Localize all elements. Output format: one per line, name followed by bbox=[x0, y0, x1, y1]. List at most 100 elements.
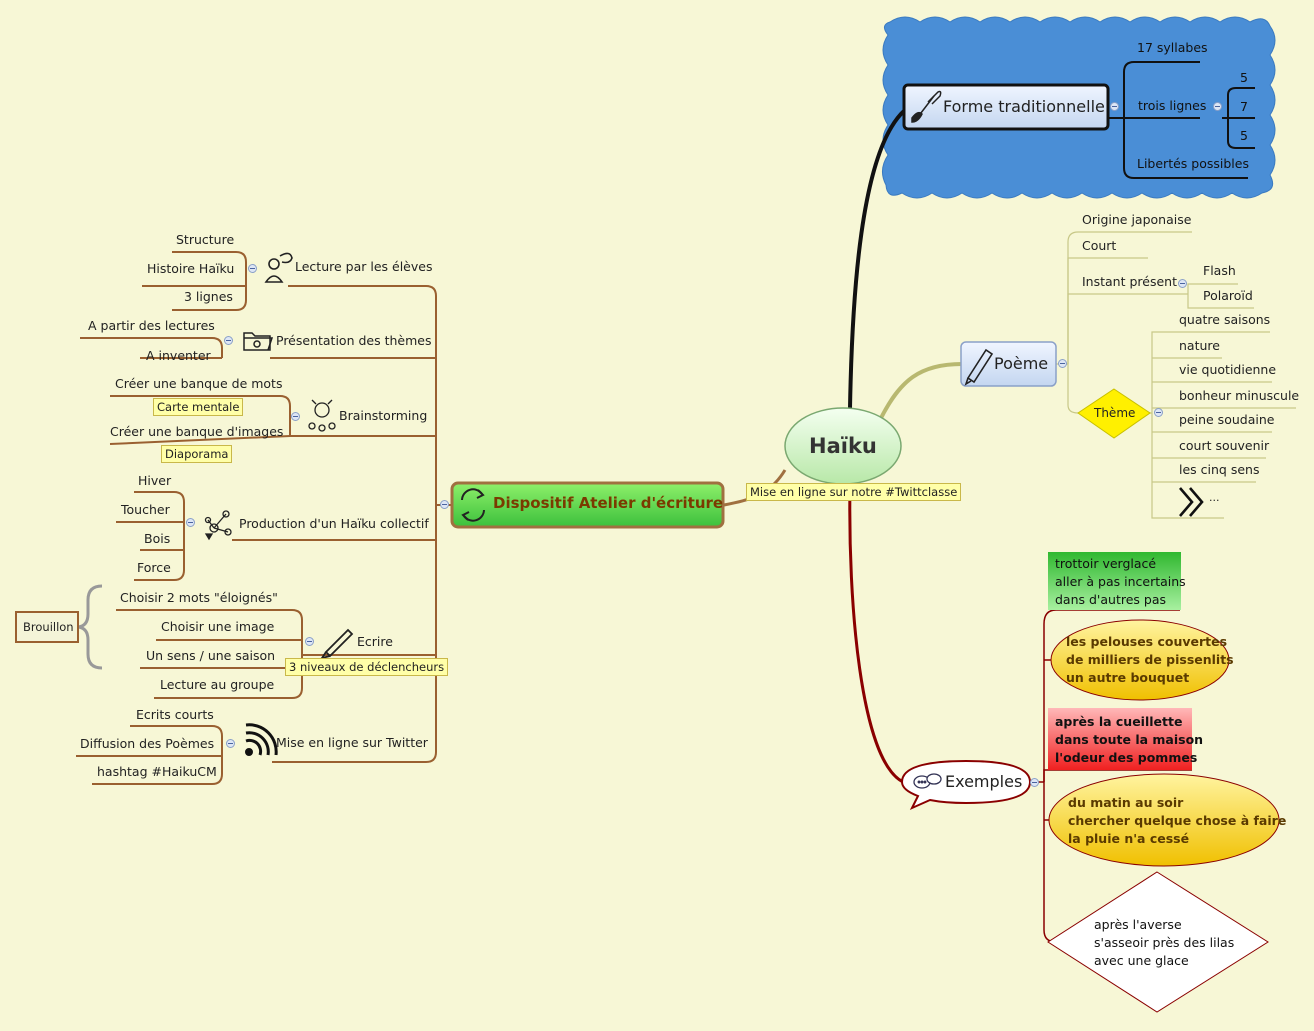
leaf-hiver[interactable]: Hiver bbox=[138, 473, 172, 488]
poem-2-shape bbox=[1050, 619, 1230, 701]
chevrons-icon bbox=[1179, 487, 1204, 517]
poem-1[interactable]: trottoir verglacé aller à pas incertains… bbox=[1055, 555, 1186, 609]
theme-quatre-saisons[interactable]: quatre saisons bbox=[1179, 312, 1271, 327]
branch-ecrire[interactable]: Ecrire bbox=[357, 634, 393, 649]
exemples-topic[interactable]: Exemples bbox=[945, 772, 1023, 791]
leaf-un-sens[interactable]: Un sens / une saison bbox=[146, 648, 276, 663]
collapse-toggle-forme[interactable] bbox=[1110, 102, 1119, 111]
poem-5-line-1: après l'averse bbox=[1094, 917, 1182, 932]
collapse-toggle-instant[interactable] bbox=[1178, 279, 1187, 288]
poem-1-line-2: aller à pas incertains bbox=[1055, 574, 1186, 589]
poem-5-shape bbox=[1047, 871, 1269, 1013]
leaf-hashtag[interactable]: hashtag #HaikuCM bbox=[97, 764, 217, 779]
leaf-libertes[interactable]: Libertés possibles bbox=[1137, 156, 1249, 171]
poeme-topic[interactable]: Poème bbox=[994, 354, 1049, 373]
poem-4-line-3: la pluie n'a cessé bbox=[1068, 831, 1190, 846]
poem-1-line-3: dans d'autres pas bbox=[1055, 592, 1167, 607]
theme-court-souvenir[interactable]: court souvenir bbox=[1179, 438, 1270, 453]
exemples-bubble-shape bbox=[900, 759, 1032, 811]
folder-icon bbox=[243, 332, 274, 351]
collapse-toggle-brainstorming[interactable] bbox=[291, 412, 300, 421]
leaf-a-partir[interactable]: A partir des lectures bbox=[88, 318, 215, 333]
leaf-structure[interactable]: Structure bbox=[176, 232, 235, 247]
leaf-line-5a[interactable]: 5 bbox=[1240, 70, 1248, 85]
poem-2-line-2: de milliers de pissenlits bbox=[1066, 652, 1234, 667]
leaf-histoire[interactable]: Histoire Haïku bbox=[147, 261, 235, 276]
theme-vie-quotidienne[interactable]: vie quotidienne bbox=[1179, 362, 1277, 377]
note-carte-mentale: Carte mentale bbox=[153, 398, 244, 416]
collapse-toggle-production[interactable] bbox=[186, 518, 195, 527]
leaf-line-7[interactable]: 7 bbox=[1240, 99, 1248, 114]
leaf-diffusion[interactable]: Diffusion des Poèmes bbox=[80, 736, 215, 751]
poem-4[interactable]: du matin au soir chercher quelque chose … bbox=[1068, 794, 1286, 848]
branch-twitter[interactable]: Mise en ligne sur Twitter bbox=[276, 735, 428, 750]
network-icon bbox=[204, 510, 232, 541]
rss-icon bbox=[245, 723, 278, 756]
leaf-force[interactable]: Force bbox=[137, 560, 171, 575]
collapse-toggle-trois-lignes[interactable] bbox=[1213, 102, 1222, 111]
branch-production[interactable]: Production d'un Haïku collectif bbox=[239, 516, 429, 531]
poem-3[interactable]: après la cueillette dans toute la maison… bbox=[1055, 713, 1203, 767]
cycle-icon bbox=[461, 488, 485, 522]
leaf-choisir-image[interactable]: Choisir une image bbox=[161, 619, 275, 634]
collapse-toggle-lecture[interactable] bbox=[248, 264, 257, 273]
speech-icon bbox=[913, 773, 942, 789]
poem-2-line-3: un autre bouquet bbox=[1066, 670, 1190, 685]
theme-cinq-sens[interactable]: les cinq sens bbox=[1179, 462, 1260, 477]
collapse-toggle-poeme[interactable] bbox=[1058, 359, 1067, 368]
theme-peine[interactable]: peine soudaine bbox=[1179, 412, 1275, 427]
collapse-toggle-exemples[interactable] bbox=[1030, 778, 1039, 787]
leaf-banque-images[interactable]: Créer une banque d'images bbox=[110, 424, 284, 439]
leaf-ecrits-courts[interactable]: Ecrits courts bbox=[136, 707, 214, 722]
poem-3-line-2: dans toute la maison bbox=[1055, 732, 1204, 747]
poem-2-line-1: les pelouses couvertes bbox=[1066, 634, 1228, 649]
poem-5[interactable]: après l'averse s'asseoir près des lilas … bbox=[1094, 916, 1234, 970]
leaf-court[interactable]: Court bbox=[1082, 238, 1117, 253]
collapse-toggle-ecrire[interactable] bbox=[305, 637, 314, 646]
poem-3-shape bbox=[1048, 708, 1192, 770]
poem-4-line-1: du matin au soir bbox=[1068, 795, 1184, 810]
central-topic[interactable]: Haïku bbox=[809, 434, 877, 458]
leaf-banque-mots[interactable]: Créer une banque de mots bbox=[115, 376, 283, 391]
leaf-choisir-mots[interactable]: Choisir 2 mots "éloignés" bbox=[120, 590, 278, 605]
collapse-toggle-left[interactable] bbox=[440, 500, 449, 509]
left-main-topic-shape bbox=[450, 481, 725, 529]
theme-diamond-shape bbox=[1077, 388, 1151, 439]
forme-topic[interactable]: Forme traditionnelle bbox=[943, 97, 1105, 116]
leaf-trois-lignes[interactable]: trois lignes bbox=[1138, 98, 1207, 113]
theme-node[interactable]: Thème bbox=[1094, 406, 1136, 420]
theme-nature[interactable]: nature bbox=[1179, 338, 1220, 353]
leaf-flash[interactable]: Flash bbox=[1203, 263, 1236, 278]
theme-ellipsis[interactable]: ... bbox=[1209, 491, 1220, 504]
leaf-toucher[interactable]: Toucher bbox=[121, 502, 170, 517]
theme-bonheur[interactable]: bonheur minuscule bbox=[1179, 388, 1300, 403]
left-main-topic[interactable]: Dispositif Atelier d'écriture bbox=[493, 494, 724, 512]
poem-1-shape bbox=[1048, 552, 1181, 610]
leaf-instant[interactable]: Instant présent bbox=[1082, 274, 1177, 289]
branch-presentation[interactable]: Présentation des thèmes bbox=[276, 333, 432, 348]
pen-icon bbox=[319, 628, 354, 660]
leaf-origine[interactable]: Origine japonaise bbox=[1082, 212, 1192, 227]
brainstorm-icon bbox=[308, 399, 336, 432]
pencil-icon bbox=[964, 348, 994, 386]
branch-brainstorming[interactable]: Brainstorming bbox=[339, 408, 428, 423]
central-topic-note: Mise en ligne sur notre #Twittclasse bbox=[746, 483, 962, 501]
leaf-lecture-groupe[interactable]: Lecture au groupe bbox=[160, 677, 275, 692]
summary-brouillon[interactable]: Brouillon bbox=[23, 620, 74, 634]
collapse-toggle-presentation[interactable] bbox=[224, 336, 233, 345]
leaf-line-5b[interactable]: 5 bbox=[1240, 128, 1248, 143]
leaf-bois[interactable]: Bois bbox=[144, 531, 171, 546]
leaf-polaroid[interactable]: Polaroïd bbox=[1203, 288, 1253, 303]
branch-lecture[interactable]: Lecture par les élèves bbox=[295, 259, 433, 274]
leaf-3-lignes[interactable]: 3 lignes bbox=[184, 289, 233, 304]
poem-3-line-1: après la cueillette bbox=[1055, 714, 1183, 729]
poem-4-shape bbox=[1048, 773, 1280, 867]
leaf-a-inventer[interactable]: A inventer bbox=[146, 348, 211, 363]
leaf-17-syllabes[interactable]: 17 syllabes bbox=[1137, 40, 1208, 55]
collapse-toggle-twitter[interactable] bbox=[226, 739, 235, 748]
poem-2[interactable]: les pelouses couvertes de milliers de pi… bbox=[1066, 633, 1234, 687]
poem-5-line-3: avec une glace bbox=[1094, 953, 1189, 968]
collapse-toggle-theme[interactable] bbox=[1154, 408, 1163, 417]
